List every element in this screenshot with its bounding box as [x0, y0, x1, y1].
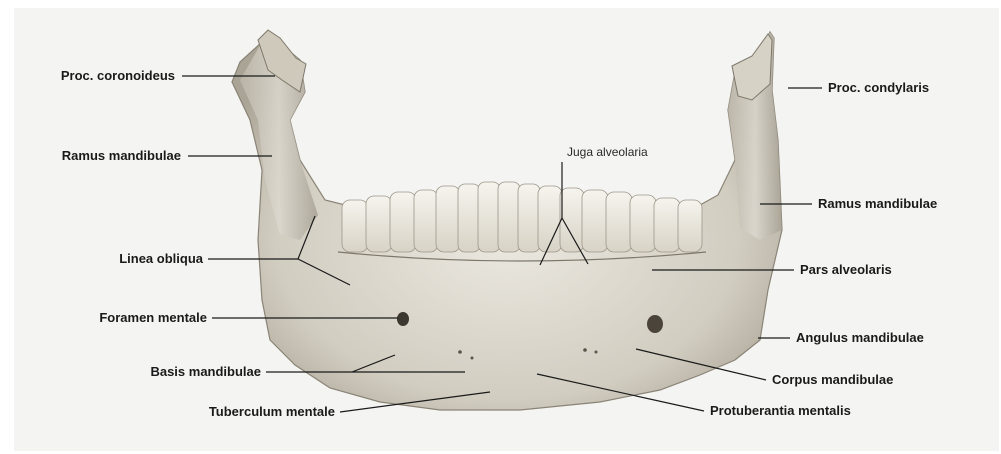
nutrient-foramen	[471, 357, 474, 360]
label-linea-obliqua: Linea obliqua	[119, 251, 203, 267]
label-proc-coronoideus: Proc. coronoideus	[61, 68, 175, 84]
nutrient-foramen	[583, 348, 587, 352]
label-basis-mandibulae: Basis mandibulae	[150, 364, 261, 380]
label-foramen-mentale: Foramen mentale	[99, 310, 207, 326]
label-juga-alveolaria: Juga alveolaria	[567, 144, 648, 160]
foramen-right	[647, 315, 663, 333]
label-ramus-mandibulae-right: Ramus mandibulae	[818, 196, 937, 212]
foramen-left	[397, 312, 409, 326]
label-protuberantia-mentalis: Protuberantia mentalis	[710, 403, 851, 419]
label-ramus-mandibulae-left: Ramus mandibulae	[62, 148, 181, 164]
label-proc-condylaris: Proc. condylaris	[828, 80, 929, 96]
nutrient-foramen	[595, 351, 598, 354]
label-tuberculum-mentale: Tuberculum mentale	[209, 404, 335, 420]
label-angulus-mandibulae: Angulus mandibulae	[796, 330, 924, 346]
nutrient-foramen	[458, 350, 462, 354]
label-corpus-mandibulae: Corpus mandibulae	[772, 372, 893, 388]
label-pars-alveolaris: Pars alveolaris	[800, 262, 892, 278]
